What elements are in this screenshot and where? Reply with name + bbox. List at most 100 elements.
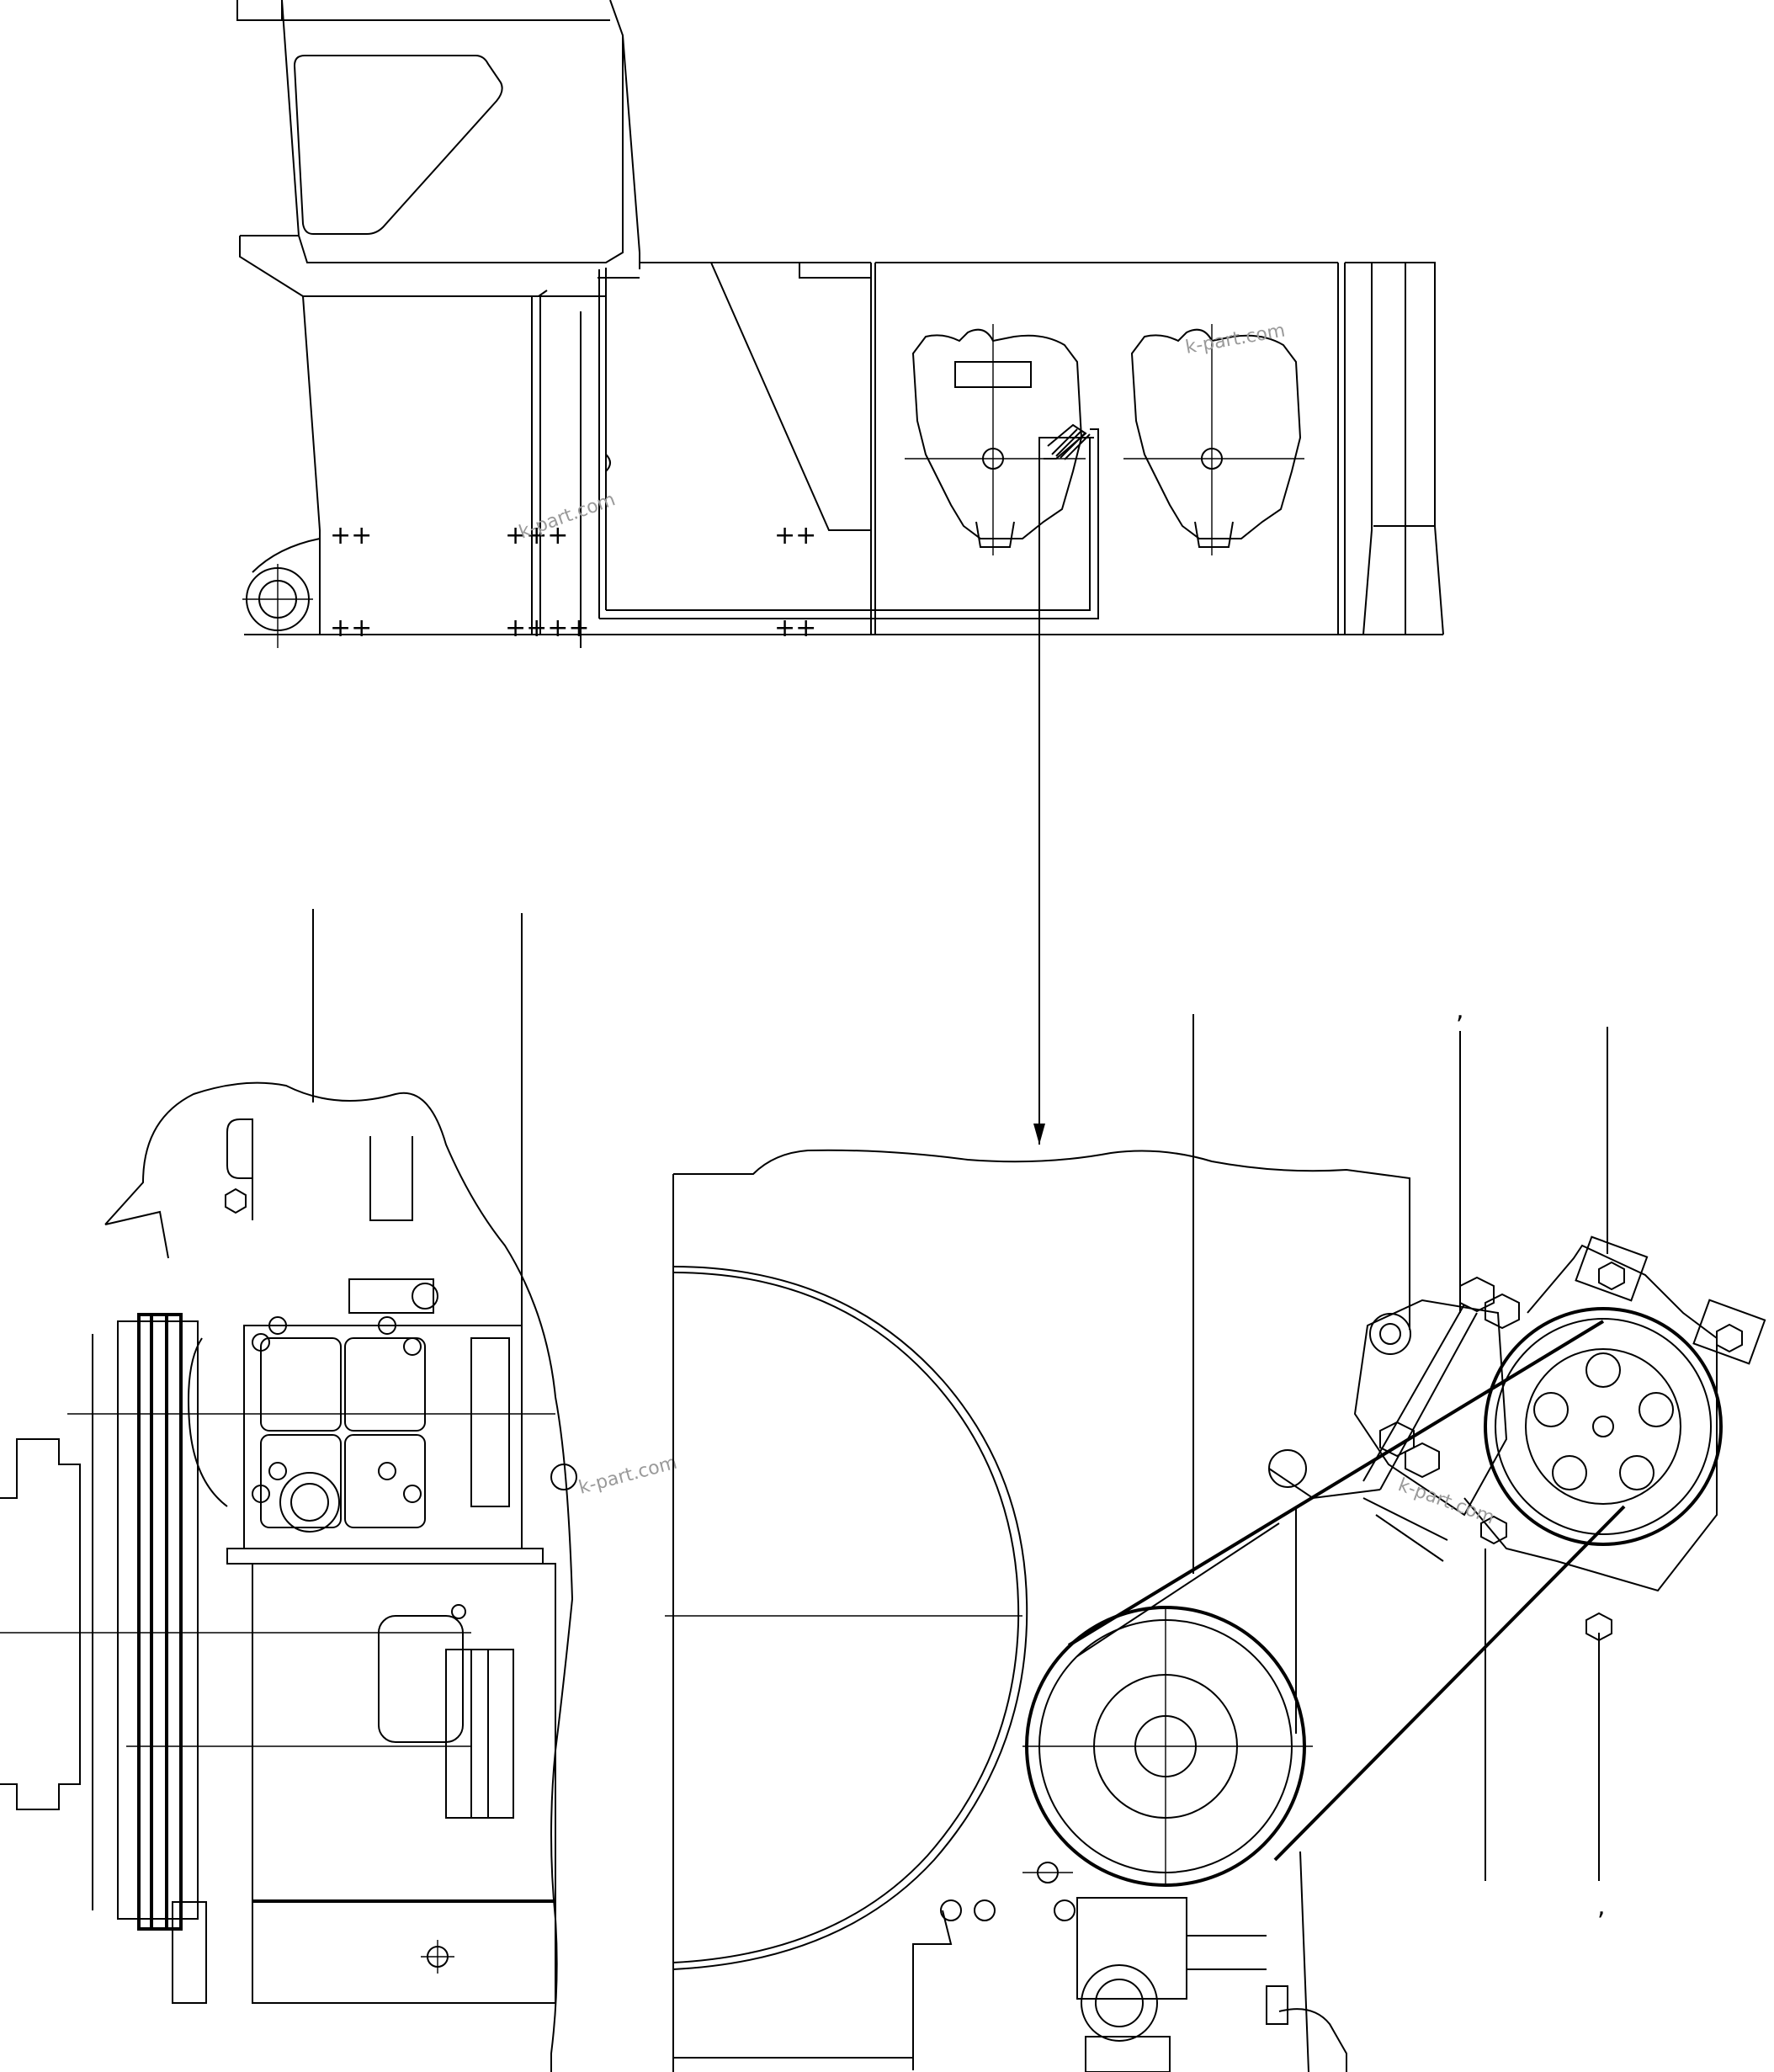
tensioner-bracket: [1353, 1299, 1508, 1517]
bolt-3: [252, 1485, 270, 1503]
duct-bottom-inner: [606, 438, 1091, 611]
compressor-window-4: [344, 1434, 426, 1528]
counterweight-back: [1405, 262, 1444, 635]
pulley-hole-2: [1639, 1392, 1674, 1427]
svg-text:++: ++: [774, 521, 816, 550]
watermark-detail-left: k-part.com: [576, 1453, 679, 1499]
pulley-hole-4: [1552, 1455, 1587, 1490]
bolt-7: [268, 1462, 287, 1480]
bolt-6: [378, 1316, 396, 1335]
flywheel-rim: [672, 1266, 1028, 1970]
pulley-hole-3: [1619, 1455, 1654, 1490]
compressor-window-3: [260, 1434, 342, 1528]
lug-nut-bottom: [1480, 1515, 1507, 1545]
svg-text:+++: +++: [505, 521, 568, 550]
compressor-end-cap: [470, 1337, 510, 1507]
duct-bottom: [599, 428, 1099, 619]
valve-port: [1081, 1964, 1158, 2042]
engine-right-view: k-part.com: [1123, 320, 1304, 555]
crankshaft-hub: [0, 1438, 81, 1810]
svg-text:++: ++: [774, 614, 816, 643]
bolt-marks: ++ +++ ++ ++ ++++ ++: [330, 521, 816, 643]
pulley-hole-5: [1533, 1392, 1569, 1427]
engine-left-view: [905, 324, 1091, 555]
partition-cap: [538, 290, 548, 297]
tensioner-rod-2: [1379, 1312, 1478, 1490]
engine-oil-pan: [252, 1901, 556, 2004]
compressor-lug-right: [1692, 1299, 1766, 1365]
bolt-8: [378, 1462, 396, 1480]
compressor-pulley-center: [1592, 1416, 1614, 1437]
engine-block-lower: [252, 1563, 556, 1901]
housing-break-line: [673, 1149, 1410, 1330]
svg-text:++++: ++++: [505, 614, 590, 643]
cab-back-edge: [622, 35, 640, 253]
compressor-window-1: [260, 1337, 342, 1432]
rear-block: [1345, 262, 1406, 635]
bolt-2: [403, 1337, 422, 1356]
fitting-bolt-2: [974, 1899, 996, 1921]
pulley-hole-1: [1585, 1352, 1621, 1388]
belt-inner-run: [1076, 1522, 1280, 1657]
lug-nut-top: [1598, 1261, 1625, 1291]
compressor-pulley-belt: [1484, 1307, 1723, 1546]
leader-mark-top: ,: [1456, 996, 1464, 1025]
small-bolt: [451, 1604, 466, 1619]
flywheel-rim-inner: [672, 1272, 1020, 1963]
compressor-fitting: [348, 1278, 434, 1314]
lower-housing-edge: [912, 1910, 953, 2070]
bolt-4: [403, 1485, 422, 1503]
cab-base-step: [239, 236, 607, 297]
engine-mount: [172, 1901, 207, 2004]
housing-right-edge: [1299, 1851, 1309, 2072]
engine-cover-2: [445, 1649, 514, 1819]
top-bracket: [226, 1118, 253, 1179]
engine-left-compressor-fins: [1051, 428, 1091, 460]
valve-body: [1076, 1897, 1187, 2000]
svg-text:++: ++: [330, 614, 372, 643]
compressor-side-detail: k-part.com: [0, 909, 679, 2072]
svg-text:++: ++: [330, 521, 372, 550]
top-nut: [225, 1187, 247, 1214]
hinge-arm: [252, 538, 321, 573]
cab-outline: [236, 0, 283, 21]
tensioner-rod: [1362, 1304, 1465, 1482]
bolt-1: [252, 1333, 270, 1352]
watermark-engine: k-part.com: [1184, 320, 1287, 358]
cab-window: [293, 55, 503, 235]
valve-base: [1085, 2036, 1171, 2072]
adjust-nut-top-2: [1485, 1293, 1520, 1330]
engine-left-sump: [975, 521, 1015, 548]
compressor-window-2: [344, 1337, 426, 1432]
engine-cover: [378, 1615, 464, 1743]
bracket-plate: [369, 1136, 413, 1221]
fitting-bolt-3: [940, 1899, 962, 1921]
compressor-pulley-face: [1525, 1348, 1681, 1505]
brace-top-ledge: [799, 263, 871, 279]
bolt-5: [268, 1316, 287, 1335]
valve-port-inner: [1095, 1979, 1144, 2027]
compressor-lug-top: [1575, 1235, 1649, 1302]
cab-rear: [281, 0, 624, 263]
hose-clamp: [1266, 1985, 1288, 2025]
belt-drive-detail: , ,: [665, 996, 1766, 2072]
machine-elevation-view: ++ +++ ++ ++ ++++ ++ k-part.com: [236, 0, 1444, 648]
engine-right-sump: [1194, 521, 1234, 548]
bracket-lower-bar-2: [1375, 1514, 1444, 1562]
fitting-bolt-4: [1054, 1899, 1076, 1921]
detail-leader-line: [1038, 437, 1094, 1145]
compressor-port-outer: [279, 1472, 340, 1533]
adjust-nut-bottom-2: [1405, 1442, 1440, 1479]
bracket-pivot: [1369, 1313, 1411, 1355]
partition-notch: [605, 454, 611, 472]
compressor-port-inner: [290, 1483, 329, 1522]
lug-nut-right: [1716, 1323, 1743, 1353]
adjust-nut-top: [1459, 1276, 1495, 1313]
frame-front: [302, 295, 321, 635]
side-pin: [550, 1464, 577, 1490]
lug-nut-lower: [1585, 1612, 1612, 1642]
idler-arm: [1268, 1468, 1381, 1500]
counterweight-front: [1362, 263, 1373, 635]
